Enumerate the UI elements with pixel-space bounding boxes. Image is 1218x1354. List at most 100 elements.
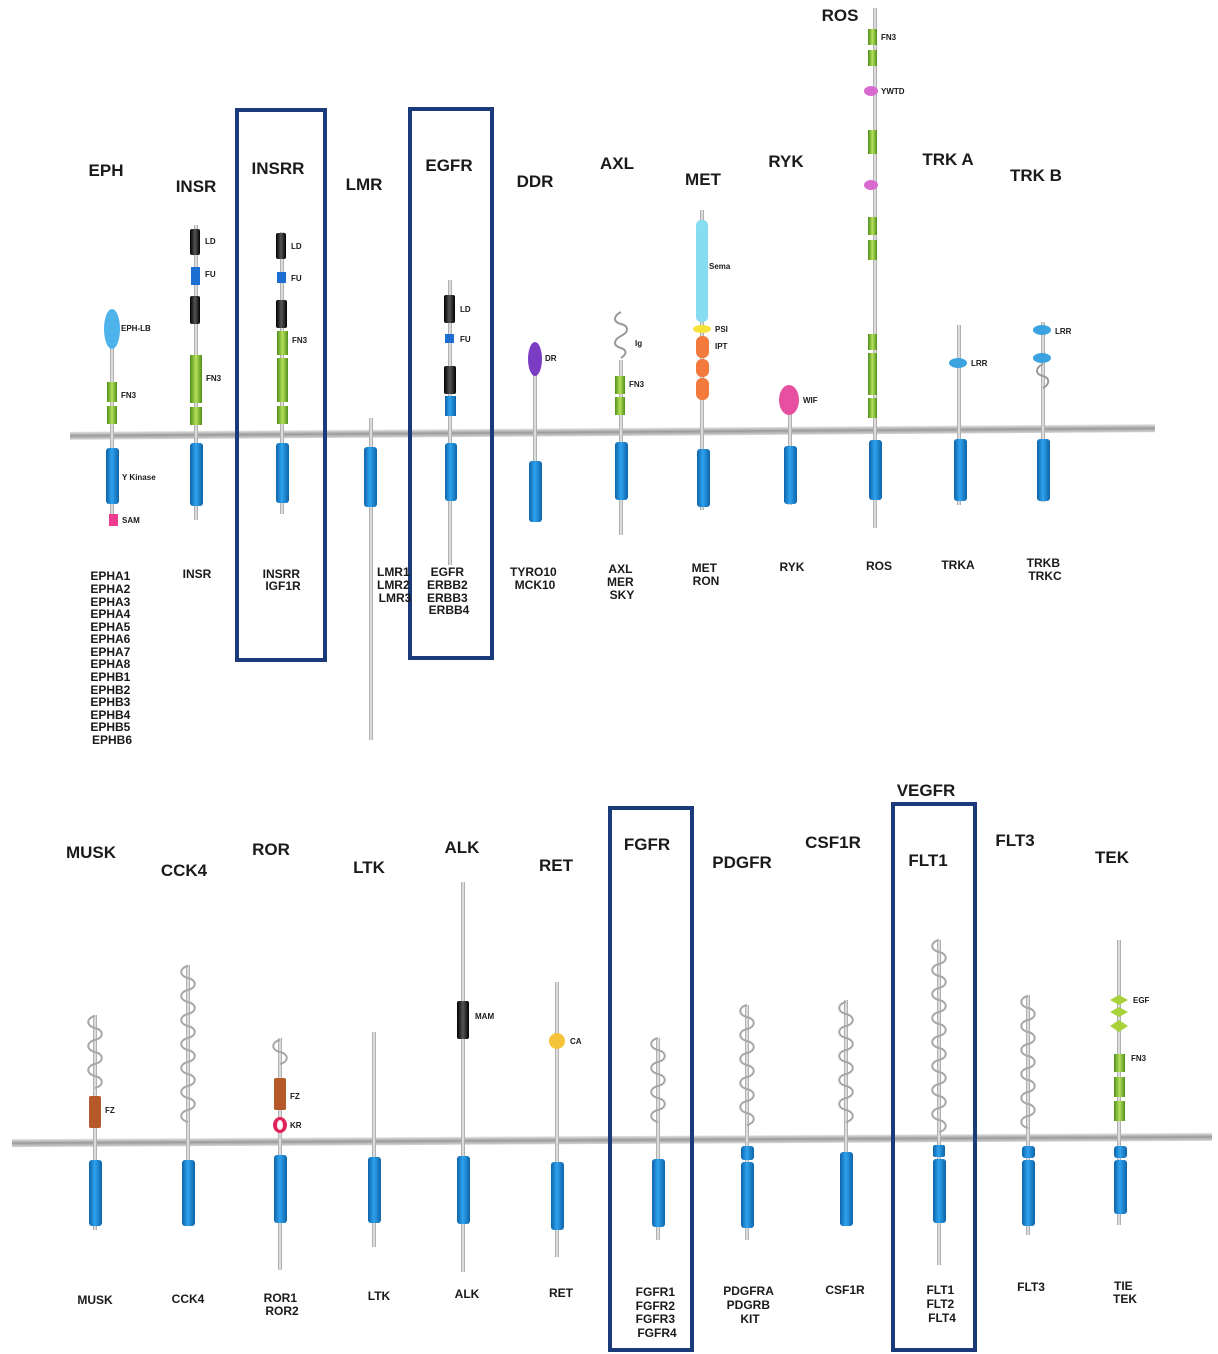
alk-kinase-domain [457, 1156, 470, 1224]
members-csf1r: CSF1R [825, 1283, 865, 1297]
ros-fn3-domain-4 [868, 217, 877, 235]
family-label-ret: RET [539, 856, 574, 875]
trkb-kinase-domain [1037, 439, 1050, 501]
members-axl: AXL MER SKY [607, 562, 637, 602]
insrr-fn3-domain-1 [277, 331, 288, 355]
musk-ig-chain [87, 1015, 103, 1089]
ddr-dr-domain [528, 342, 542, 376]
flt3-ig-chain [1020, 995, 1036, 1129]
ros-fn3-domain-7 [868, 353, 877, 395]
family-label-lmr: LMR [346, 175, 383, 194]
members-lmr: LMR1 LMR2 LMR3 [377, 565, 413, 605]
alk-stem [461, 882, 465, 1272]
alk-mam-label: MAM [475, 1012, 494, 1021]
family-label-ddr: DDR [517, 172, 554, 191]
family-label-vegfr: VEGFR [897, 781, 956, 800]
met-psi-domain [693, 325, 711, 333]
insr-fn3-domain-2 [190, 407, 202, 425]
ret-ca-label: CA [570, 1037, 582, 1046]
cck4-ig-chain [180, 965, 196, 1123]
egfr-kinase-domain [445, 443, 457, 501]
cck4-stem [186, 965, 190, 1225]
alk-mam-domain [457, 1001, 469, 1039]
fgfr-highlight-box [608, 806, 694, 1352]
ltk-kinase-domain [368, 1157, 381, 1223]
members-ryk: RYK [780, 560, 805, 574]
tek-egf-domain-2 [1110, 1007, 1128, 1017]
members-musk: MUSK [77, 1293, 113, 1307]
tek-egf-label: EGF [1133, 996, 1150, 1005]
members-ltk: LTK [368, 1289, 391, 1303]
members-insr: INSR [183, 567, 212, 581]
family-label-axl: AXL [600, 154, 634, 173]
axl-ig-label: Ig [635, 339, 642, 348]
insrr-highlight-box [235, 108, 327, 662]
fgfr-ig-chain [650, 1037, 666, 1123]
ltk-stem [372, 1032, 376, 1247]
insr-fn3-label: FN3 [206, 374, 222, 383]
trkb-lrr-label: LRR [1055, 327, 1072, 336]
family-label-fgfr: FGFR [624, 835, 670, 854]
lmr-stem [369, 418, 373, 740]
ros-ywtd-domain-1 [864, 86, 878, 96]
ddr-dr-label: DR [545, 354, 557, 363]
family-label-cck4: CCK4 [161, 861, 208, 880]
ror-ig-chain [272, 1039, 288, 1065]
eph-lb-label: EPH-LB [121, 324, 151, 333]
members-flt3: FLT3 [1017, 1280, 1045, 1294]
family-label-eph: EPH [89, 161, 124, 180]
family-label-ryk: RYK [768, 152, 804, 171]
egfr-fu-domain-1 [445, 334, 454, 343]
ror-fz-label: FZ [290, 1092, 300, 1101]
axl-fn3-domain-2 [615, 397, 625, 415]
met-ipt-domain-3 [696, 378, 709, 400]
family-label-flt1: FLT1 [908, 851, 947, 870]
egfr-ld-label: LD [460, 305, 471, 314]
trkb-ig-domain [1036, 363, 1050, 389]
ryk-kinase-domain [784, 446, 797, 504]
members-flt1: FLT1 FLT2 FLT4 [926, 1283, 957, 1325]
musk-fz-domain [89, 1096, 101, 1128]
insr-fu-domain [191, 267, 200, 285]
eph-fn3-domain-2 [107, 406, 117, 424]
insrr-fn3-domain-3 [277, 406, 288, 424]
members-cck4: CCK4 [172, 1292, 205, 1306]
ryk-wif-domain [779, 385, 799, 415]
family-label-alk: ALK [445, 838, 481, 857]
pdgfr-ig-chain [739, 1004, 755, 1126]
pdgfr-kinase-domain-2 [741, 1162, 754, 1228]
axl-kinase-domain [615, 442, 628, 500]
ros-fn3-domain-3 [868, 130, 877, 154]
axl-ig-domain [614, 311, 628, 359]
trkb-lrr-domain-2 [1033, 353, 1051, 363]
tek-fn3-domain-3 [1114, 1101, 1125, 1121]
flt3-kinase-domain-2 [1022, 1160, 1035, 1226]
lmr-kinase-domain [364, 447, 377, 507]
trka-lrr-label: LRR [971, 359, 988, 368]
family-label-musk: MUSK [66, 843, 117, 862]
tek-fn3-domain-1 [1114, 1054, 1125, 1072]
flt3-kinase-domain-1 [1022, 1146, 1035, 1158]
met-ipt-domain-2 [696, 359, 709, 377]
ros-fn3-domain-6 [868, 334, 877, 350]
met-kinase-domain [697, 449, 710, 507]
ror-kr-label: KR [290, 1121, 302, 1130]
met-psi-label: PSI [715, 325, 728, 334]
ret-kinase-domain [551, 1162, 564, 1230]
eph-kinase-domain [106, 448, 119, 504]
ryk-wif-label: WIF [803, 396, 818, 405]
insr-ld-label: LD [205, 237, 216, 246]
insr-ld-domain-1 [190, 229, 200, 255]
trka-stem [957, 325, 961, 505]
eph-sam-label: SAM [122, 516, 140, 525]
family-label-csf1r: CSF1R [805, 833, 861, 852]
met-sema-domain [696, 220, 708, 322]
csf1r-kinase-domain [840, 1152, 853, 1226]
members-eph: EPHA1 EPHA2 EPHA3 EPHA4 EPHA5 EPHA6 EPHA… [90, 569, 133, 747]
ros-fn3-domain-2 [868, 50, 877, 66]
eph-lb-domain [104, 309, 120, 349]
members-trka: TRKA [941, 558, 975, 572]
musk-kinase-domain [89, 1160, 102, 1226]
ig-domain-chains [87, 939, 1036, 1133]
met-ipt-domain-1 [696, 336, 709, 358]
